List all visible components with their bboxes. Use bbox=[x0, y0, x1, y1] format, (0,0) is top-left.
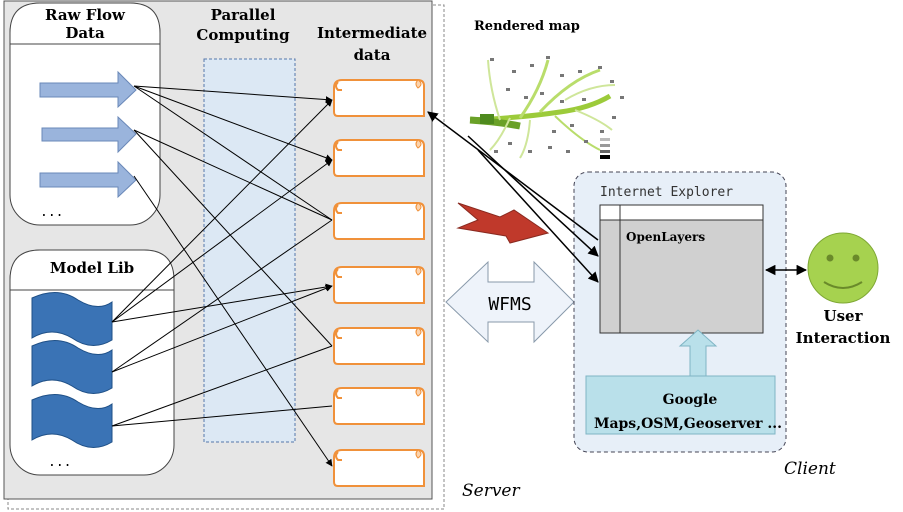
model-icon-1 bbox=[31, 292, 113, 346]
data-flow-line bbox=[111, 345, 333, 427]
raw-flow-title-1: Raw Flow bbox=[45, 6, 126, 24]
intermediate-data-item bbox=[333, 79, 425, 117]
rendered-map: Rendered map bbox=[469, 19, 624, 159]
wfms-arrow: WFMS bbox=[445, 260, 575, 344]
intermediate-data-item bbox=[333, 449, 425, 487]
parallel-title-1: Parallel bbox=[211, 6, 276, 24]
red-arrow bbox=[456, 202, 550, 244]
sources-line-1: Google bbox=[663, 392, 718, 408]
data-flow-line bbox=[111, 219, 333, 373]
user-label-2: Interaction bbox=[796, 329, 891, 347]
parallel-computing: Parallel Computing bbox=[196, 6, 296, 443]
client-panel: Internet Explorer OpenLayers Google Maps… bbox=[573, 171, 836, 479]
data-flow-line bbox=[133, 85, 333, 104]
map-browser-arrows bbox=[427, 111, 599, 283]
server-label: Server bbox=[462, 481, 520, 501]
data-flow-line bbox=[133, 85, 333, 162]
browser-title: Internet Explorer bbox=[600, 185, 733, 200]
model-icon-3 bbox=[31, 394, 113, 448]
openlayers-label: OpenLayers bbox=[626, 230, 705, 244]
flow-arrow-3 bbox=[39, 160, 137, 199]
rendered-map-title: Rendered map bbox=[474, 19, 580, 34]
client-label: Client bbox=[784, 459, 836, 479]
data-flow-line bbox=[111, 159, 333, 323]
user-interaction: User Interaction bbox=[764, 232, 891, 347]
flow-arrow-1 bbox=[39, 70, 137, 109]
map-sources-box: Google Maps,OSM,Geoserver ... bbox=[585, 375, 782, 435]
flow-arrow-2 bbox=[41, 115, 137, 154]
parallel-title-2: Computing bbox=[196, 26, 290, 44]
intermediate-title-2: data bbox=[354, 46, 391, 64]
intermediate-data-item bbox=[333, 139, 425, 177]
smiley-icon bbox=[807, 232, 879, 304]
data-flow-line bbox=[133, 129, 333, 221]
data-flow-lines bbox=[111, 85, 333, 467]
data-flow-line bbox=[133, 175, 333, 467]
data-flow-line bbox=[133, 85, 333, 221]
rendered-map-image bbox=[469, 56, 624, 159]
map-legend bbox=[600, 138, 610, 159]
raw-flow-title-2: Data bbox=[65, 24, 105, 42]
intermediate-data-item bbox=[333, 387, 425, 425]
user-label-1: User bbox=[824, 307, 864, 325]
upload-arrow bbox=[678, 329, 718, 377]
intermediate-title-1: Intermediate bbox=[317, 24, 427, 42]
model-lib-title: Model Lib bbox=[50, 259, 134, 277]
intermediate-data-item bbox=[333, 266, 425, 304]
data-flow-line bbox=[111, 405, 333, 427]
browser-window: OpenLayers bbox=[599, 204, 764, 334]
wfms-label: WFMS bbox=[488, 294, 531, 315]
raw-flow-ellipsis: ... bbox=[40, 205, 63, 220]
model-lib-ellipsis: ... bbox=[48, 455, 71, 470]
data-flow-line bbox=[133, 129, 333, 347]
data-flow-line bbox=[111, 99, 333, 323]
raw-flow-data-box: Raw Flow Data ... bbox=[9, 2, 161, 226]
data-flow-line bbox=[111, 285, 333, 373]
intermediate-data: Intermediate data bbox=[317, 24, 427, 487]
intermediate-data-item bbox=[333, 202, 425, 240]
model-icon-2 bbox=[31, 340, 113, 394]
intermediate-data-item bbox=[333, 327, 425, 365]
sources-line-2: Maps,OSM,Geoserver ... bbox=[594, 416, 782, 432]
data-flow-line bbox=[111, 283, 333, 323]
